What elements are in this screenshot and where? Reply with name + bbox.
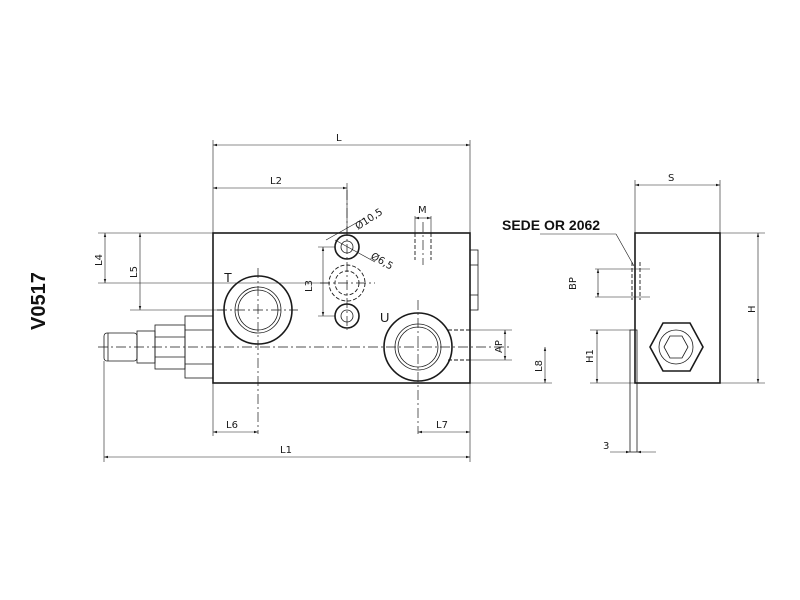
port-t-label: T bbox=[224, 270, 232, 285]
ap-port bbox=[448, 329, 512, 361]
dim-dia-6-5: Ø6,5 bbox=[369, 250, 396, 272]
dim-l2: L2 bbox=[270, 176, 282, 187]
side-hex-nut bbox=[649, 322, 704, 372]
m-thread bbox=[414, 216, 432, 265]
dim-h1: H1 bbox=[585, 349, 596, 363]
dim-l5: L5 bbox=[129, 266, 140, 278]
bp-port bbox=[595, 262, 650, 300]
dim-s: S bbox=[668, 173, 674, 184]
side-view: BP S H H1 3 SEDE OR 2062 bbox=[502, 173, 765, 454]
dim-m: M bbox=[418, 205, 427, 216]
dim-l8: L8 bbox=[534, 360, 545, 372]
dim-l4: L4 bbox=[94, 254, 105, 266]
port-u bbox=[383, 300, 453, 434]
dim-l1: L1 bbox=[280, 445, 292, 456]
valve-body bbox=[212, 232, 471, 384]
dim-bp: BP bbox=[568, 277, 579, 290]
dim-ap: AP bbox=[494, 340, 505, 353]
dim-l3: L3 bbox=[304, 280, 315, 292]
port-t bbox=[217, 268, 298, 434]
fixing-holes bbox=[320, 190, 375, 330]
dim-3: 3 bbox=[603, 441, 609, 452]
dim-l7: L7 bbox=[436, 420, 448, 431]
side-plug bbox=[469, 249, 479, 311]
dim-l6: L6 bbox=[226, 420, 238, 431]
seat-note: SEDE OR 2062 bbox=[502, 217, 600, 233]
port-u-label: U bbox=[380, 310, 389, 325]
front-view: T U Ø10,5 Ø6,5 bbox=[94, 133, 552, 462]
side-body bbox=[634, 232, 721, 384]
dim-h: H bbox=[747, 305, 758, 313]
dim-dia-10-5: Ø10,5 bbox=[353, 206, 385, 232]
model-code: V0517 bbox=[28, 272, 50, 330]
dim-l: L bbox=[336, 133, 342, 144]
